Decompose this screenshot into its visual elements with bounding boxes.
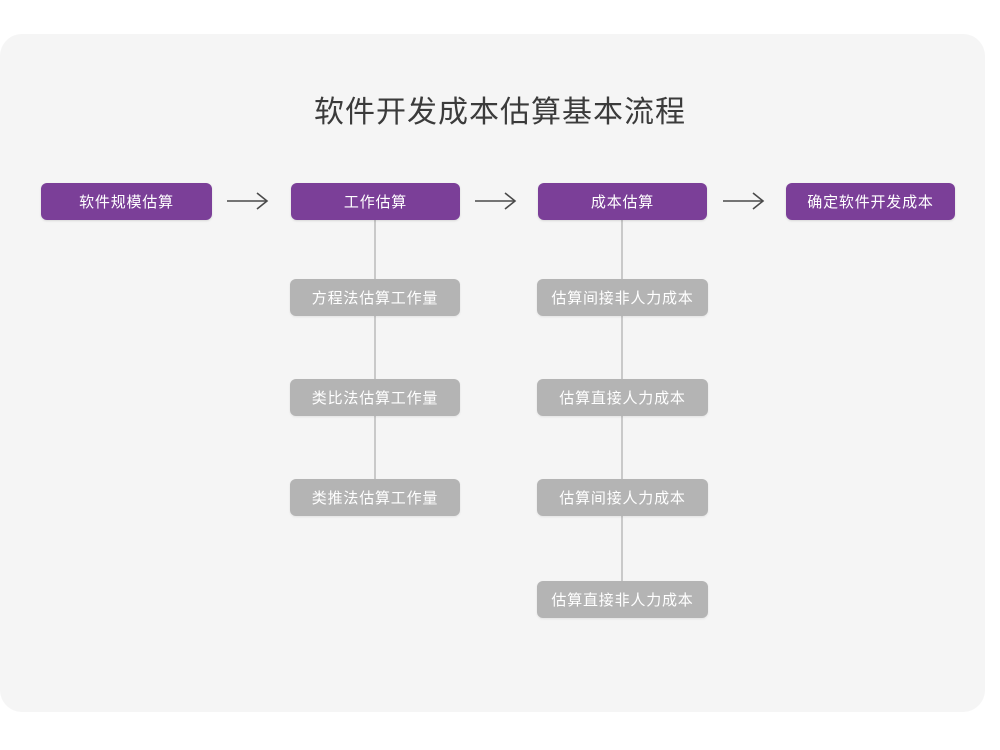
work-branch-line — [374, 220, 376, 516]
page-title: 软件开发成本估算基本流程 — [314, 96, 686, 129]
arrow-icon-stage-2-to-3 — [474, 188, 520, 214]
flow-subnode-cost-1[interactable]: 估算间接非人力成本 — [537, 279, 708, 316]
diagram-card — [0, 34, 985, 712]
flow-node-stage-3[interactable]: 成本估算 — [538, 183, 707, 220]
flow-node-stage-2[interactable]: 工作估算 — [291, 183, 460, 220]
arrow-icon-stage-3-to-4 — [722, 188, 768, 214]
flow-node-stage-4[interactable]: 确定软件开发成本 — [786, 183, 955, 220]
flow-subnode-cost-2[interactable]: 估算直接人力成本 — [537, 379, 708, 416]
flow-subnode-cost-3[interactable]: 估算间接人力成本 — [537, 479, 708, 516]
flow-subnode-cost-4[interactable]: 估算直接非人力成本 — [537, 581, 708, 618]
flow-subnode-work-2[interactable]: 类比法估算工作量 — [290, 379, 460, 416]
flow-subnode-work-3[interactable]: 类推法估算工作量 — [290, 479, 460, 516]
cost-branch-line — [621, 220, 623, 618]
flow-node-stage-1[interactable]: 软件规模估算 — [41, 183, 212, 220]
flow-subnode-work-1[interactable]: 方程法估算工作量 — [290, 279, 460, 316]
arrow-icon-stage-1-to-2 — [226, 188, 272, 214]
